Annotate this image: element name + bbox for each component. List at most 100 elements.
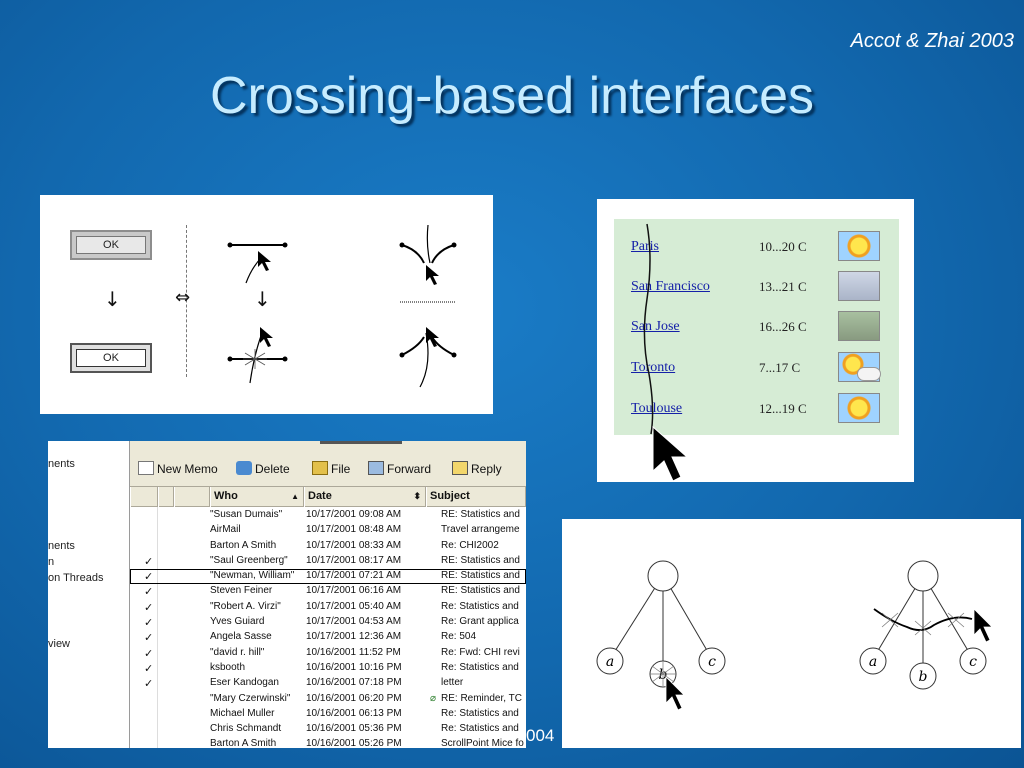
scroll-indicator [320, 441, 402, 444]
forward-button[interactable]: Forward [368, 461, 431, 476]
ok-button-default: OK [70, 230, 152, 260]
table-row[interactable]: ✓ "Newman, William" 10/17/2001 07:21 AM RE:… [130, 569, 526, 585]
city-link[interactable]: Toulouse [631, 401, 683, 416]
toolbar: New Memo Delete File Forward Reply [130, 441, 526, 487]
node-a-label: a [869, 654, 877, 670]
reply-icon [452, 461, 468, 475]
list-item[interactable]: San Jose 16...26 C [614, 311, 899, 341]
city-link[interactable]: Toronto [631, 360, 676, 375]
header-check[interactable] [130, 487, 158, 507]
who-cell: "Newman, William" [210, 570, 295, 582]
who-cell: Chris Schmandt [210, 723, 282, 735]
sunny-icon [838, 231, 880, 261]
who-cell: Angela Sasse [210, 631, 272, 643]
ok-button-pressed: OK [70, 343, 152, 373]
sunny-icon [838, 393, 880, 423]
table-row[interactable]: ✓ "Robert A. Virzi" 10/17/2001 05:40 AM Re:… [130, 600, 526, 615]
temperature-range: 10...20 C [759, 239, 807, 254]
header-subject[interactable]: Subject [426, 487, 526, 507]
divider-line [186, 225, 187, 377]
header-flag[interactable] [158, 487, 174, 507]
node-a[interactable] [859, 647, 887, 675]
subject-cell: Re: Fwd: CHI revi [441, 646, 520, 658]
date-cell: 10/17/2001 07:21 AM [306, 570, 402, 582]
city-link[interactable]: Paris [631, 239, 659, 254]
list-item[interactable]: Toulouse 12...19 C [614, 393, 899, 423]
who-cell: Yves Guiard [210, 616, 265, 628]
sidebar-item[interactable]: view [48, 638, 71, 650]
temperature-range: 12...19 C [759, 401, 807, 416]
node-a[interactable] [596, 647, 624, 675]
date-cell: 10/17/2001 05:40 AM [306, 600, 402, 612]
sidebar-item[interactable]: on Threads [48, 572, 104, 584]
city-link[interactable]: San Jose [631, 319, 680, 334]
check-mark-icon: ✓ [144, 570, 154, 584]
tree-crossing-figure: a b c a b c [562, 519, 1021, 748]
header-who-label: Who [214, 490, 238, 502]
list-item[interactable]: Paris 10...20 C [614, 231, 899, 261]
haze-icon [838, 311, 880, 341]
root-node [647, 560, 679, 592]
header-date[interactable]: Date⬍ [304, 487, 426, 507]
footer-date: 004 [526, 726, 555, 745]
subject-cell: RE: Statistics and [441, 570, 520, 582]
crossing-burst-icon [650, 662, 676, 686]
who-cell: Barton A Smith [210, 539, 277, 551]
check-column [130, 507, 158, 748]
check-mark-icon: ✓ [144, 600, 154, 614]
ok-button-label: OK [76, 236, 146, 254]
date-cell: 10/16/2001 05:26 PM [306, 738, 402, 748]
node-b[interactable] [909, 662, 937, 690]
sidebar-item[interactable]: nents [48, 540, 75, 552]
file-button[interactable]: File [312, 461, 350, 476]
arrow-down-icon: ↓ [104, 287, 121, 311]
who-cell: "Robert A. Virzi" [210, 600, 281, 612]
partly-cloudy-icon [838, 352, 881, 382]
who-cell: Eser Kandogan [210, 677, 279, 689]
cursor-icon [973, 608, 993, 643]
node-c-label: c [969, 654, 977, 670]
node-a-label: a [606, 654, 614, 670]
new-memo-button[interactable]: New Memo [138, 461, 218, 476]
slide-title: Crossing-based interfaces [209, 67, 815, 125]
sort-toggle-icon: ⬍ [413, 491, 421, 501]
list-item[interactable]: San Francisco 13...21 C [614, 271, 899, 301]
slide-number: 36 [940, 726, 959, 745]
date-cell: 10/17/2001 04:53 AM [306, 616, 402, 628]
city-link[interactable]: San Francisco [631, 279, 710, 294]
reply-button[interactable]: Reply [452, 461, 502, 476]
citation: Accot & Zhai 2003 [850, 30, 1014, 52]
date-cell: 10/17/2001 09:08 AM [306, 509, 402, 520]
who-cell: "david r. hill" [210, 646, 265, 658]
header-icon[interactable] [174, 487, 210, 507]
sidebar-item[interactable]: nents [48, 458, 75, 470]
delete-button[interactable]: Delete [236, 461, 290, 476]
who-cell: "Susan Dumais" [210, 509, 283, 520]
column-header-row: Who▲ Date⬍ Subject [130, 487, 526, 507]
node-c[interactable] [959, 647, 987, 675]
subject-cell: ScrollPoint Mice fo [441, 738, 524, 748]
sidebar-item[interactable]: n [48, 556, 55, 568]
crossing-goal-diagram [227, 224, 457, 388]
memo-icon [138, 461, 154, 475]
fog-icon [838, 271, 880, 301]
forward-label: Forward [387, 462, 432, 476]
header-who[interactable]: Who▲ [210, 487, 304, 507]
node-c[interactable] [698, 647, 726, 675]
list-item[interactable]: Toronto 7...17 C [614, 352, 899, 382]
subject-cell: Re: Statistics and [441, 600, 519, 612]
